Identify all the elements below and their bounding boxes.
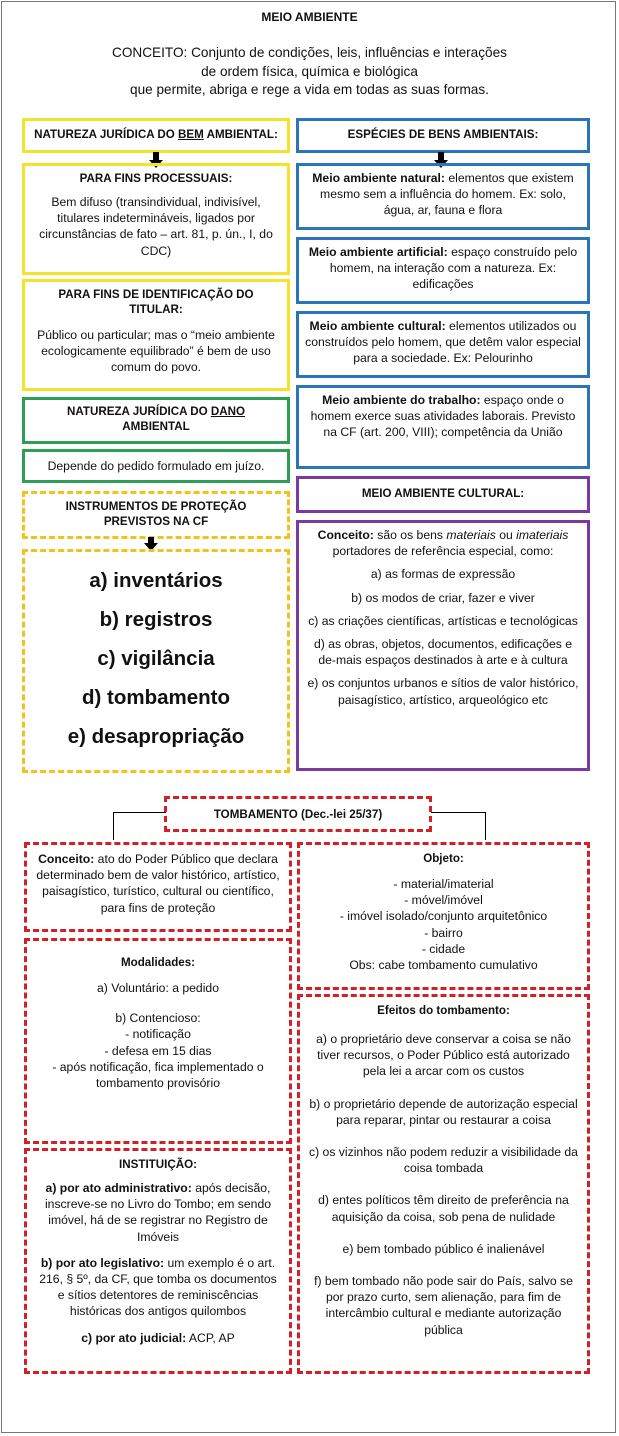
concept-block: CONCEITO: Conjunto de condições, leis, i… — [0, 44, 619, 100]
trabalho-box: Meio ambiente do trabalho: espaço onde o… — [296, 385, 590, 469]
instrumento-item: e) desapropriação — [67, 725, 245, 748]
objeto-box: Objeto: - material/imaterial - móvel/imó… — [297, 842, 590, 990]
instrumento-item: a) inventários — [89, 569, 223, 592]
connector-line — [113, 812, 114, 840]
cultural-text: Meio ambiente cultural: elementos utiliz… — [305, 319, 581, 366]
natureza-bem-box: NATUREZA JURÍDICA DO BEM AMBIENTAL: — [22, 118, 290, 153]
tombamento-header: TOMBAMENTO (Dec.-lei 25/37) — [213, 808, 383, 821]
mac-item: e) os conjuntos urbanos e sítios de valo… — [307, 676, 579, 707]
instituicao-header: INSTITUIÇÃO: — [119, 1158, 197, 1171]
efeito-item: c) os vizinhos não podem reduzir a visib… — [309, 1145, 578, 1176]
dano-header: NATUREZA JURÍDICA DO DANO AMBIENTAL — [67, 405, 245, 433]
efeito-item: b) o proprietário depende de autorização… — [309, 1096, 578, 1127]
concept-line-2: de ordem física, química e biológica — [201, 63, 418, 79]
identificacao-header: PARA FINS DE IDENTIFICAÇÃO DO TITULAR: — [58, 288, 254, 316]
artificial-box: Meio ambiente artificial: espaço constru… — [296, 237, 590, 304]
identificacao-box: PARA FINS DE IDENTIFICAÇÃO DO TITULAR: P… — [22, 279, 290, 391]
especies-box: ESPÉCIES DE BENS AMBIENTAIS: — [296, 118, 590, 153]
natural-box: Meio ambiente natural: elementos que exi… — [296, 163, 590, 230]
efeito-item: f) bem tombado não pode sair do País, sa… — [314, 1274, 573, 1337]
connector-line — [431, 812, 485, 813]
dano-text: Depende do pedido formulado em juízo. — [47, 459, 265, 473]
efeito-item: d) entes políticos têm direito de prefer… — [318, 1193, 569, 1224]
mac-item: d) as obras, objetos, documentos, edific… — [313, 637, 573, 668]
objeto-item: - bairro — [424, 925, 463, 940]
processuais-header: PARA FINS PROCESSUAIS: — [79, 172, 233, 185]
tomb-conceito-box: Conceito: ato do Poder Público que decla… — [24, 842, 292, 932]
objeto-item: - imóvel isolado/conjunto arquitetônico — [339, 909, 548, 924]
connector-line — [485, 812, 486, 840]
modalidades-a: a) Voluntário: a pedido — [97, 981, 219, 995]
mac-header-box: MEIO AMBIENTE CULTURAL: — [296, 476, 590, 513]
especies-header: ESPÉCIES DE BENS AMBIENTAIS: — [347, 128, 539, 141]
modalidades-b-item: - defesa em 15 dias — [104, 1043, 212, 1058]
efeitos-header: Efeitos do tombamento: — [377, 1004, 510, 1017]
instrumento-item: d) tombamento — [81, 686, 231, 709]
artificial-text: Meio ambiente artificial: espaço constru… — [308, 245, 578, 292]
tombamento-header-box: TOMBAMENTO (Dec.-lei 25/37) — [164, 796, 432, 832]
natureza-bem-header: NATUREZA JURÍDICA DO BEM AMBIENTAL: — [34, 128, 278, 141]
page-title: MEIO AMBIENTE — [261, 10, 358, 24]
instituicao-item: b) por ato legislativo: um exemplo é o a… — [39, 1255, 277, 1319]
objeto-item: - móvel/imóvel — [404, 893, 483, 908]
mac-item: a) as formas de expressão — [370, 567, 516, 582]
natural-text: Meio ambiente natural: elementos que exi… — [312, 171, 574, 218]
cultural-box: Meio ambiente cultural: elementos utiliz… — [296, 311, 590, 378]
processuais-box: PARA FINS PROCESSUAIS: Bem difuso (trans… — [22, 163, 290, 275]
objeto-item: - material/imaterial — [393, 877, 494, 891]
objeto-item: Obs: cabe tombamento cumulativo — [349, 958, 538, 973]
concept-line-3: que permite, abriga e rege a vida em tod… — [130, 82, 489, 97]
connector-line — [114, 812, 166, 813]
instituicao-item: a) por ato administrativo: após decisão,… — [44, 1181, 272, 1244]
processuais-text: Bem difuso (transindividual, indivisível… — [39, 195, 273, 258]
dano-box: NATUREZA JURÍDICA DO DANO AMBIENTAL — [22, 397, 290, 444]
efeito-item: a) o proprietário deve conservar a coisa… — [316, 1032, 571, 1079]
concept-line-1: CONCEITO: Conjunto de condições, leis, i… — [112, 45, 507, 60]
instrumento-item: b) registros — [99, 608, 213, 631]
mac-item: c) as criações científicas, artísticas e… — [308, 613, 578, 628]
objeto-item: - cidade — [421, 941, 466, 956]
dano-text-box: Depende do pedido formulado em juízo. — [22, 449, 290, 483]
modalidades-b-item: - notificação — [125, 1027, 191, 1042]
mac-item: b) os modos de criar, fazer e viver — [351, 590, 535, 605]
mac-header: MEIO AMBIENTE CULTURAL: — [361, 487, 525, 500]
trabalho-text: Meio ambiente do trabalho: espaço onde o… — [310, 393, 576, 440]
objeto-header: Objeto: — [423, 852, 464, 865]
mac-conceito: Conceito: são os bens materiais ou imate… — [317, 528, 569, 559]
instrumentos-list-box: a) inventários b) registros c) vigilânci… — [22, 549, 290, 773]
modalidades-b-item: - após notificação, fica implementado o … — [52, 1059, 264, 1091]
efeito-item: e) bem tombado público é inalienável — [342, 1241, 545, 1256]
instituicao-item: c) por ato judicial: ACP, AP — [81, 1330, 235, 1345]
efeitos-box: Efeitos do tombamento: a) o proprietário… — [297, 994, 590, 1374]
modalidades-header: Modalidades: — [120, 956, 196, 969]
tomb-conceito-text: Conceito: ato do Poder Público que decla… — [36, 852, 280, 915]
instrumento-item: c) vigilância — [97, 647, 215, 670]
modalidades-b: b) Contencioso: — [115, 1011, 201, 1026]
modalidades-box: Modalidades: a) Voluntário: a pedido b) … — [24, 938, 292, 1144]
identificacao-text: Público ou particular; mas o “meio ambie… — [37, 328, 275, 375]
instrumentos-header: INSTRUMENTOS DE PROTEÇÃO PREVISTOS NA CF — [65, 500, 247, 528]
instrumentos-header-box: INSTRUMENTOS DE PROTEÇÃO PREVISTOS NA CF — [22, 491, 290, 539]
instituicao-box: INSTITUIÇÃO: a) por ato administrativo: … — [24, 1148, 292, 1374]
mac-list-box: Conceito: são os bens materiais ou imate… — [296, 520, 590, 771]
